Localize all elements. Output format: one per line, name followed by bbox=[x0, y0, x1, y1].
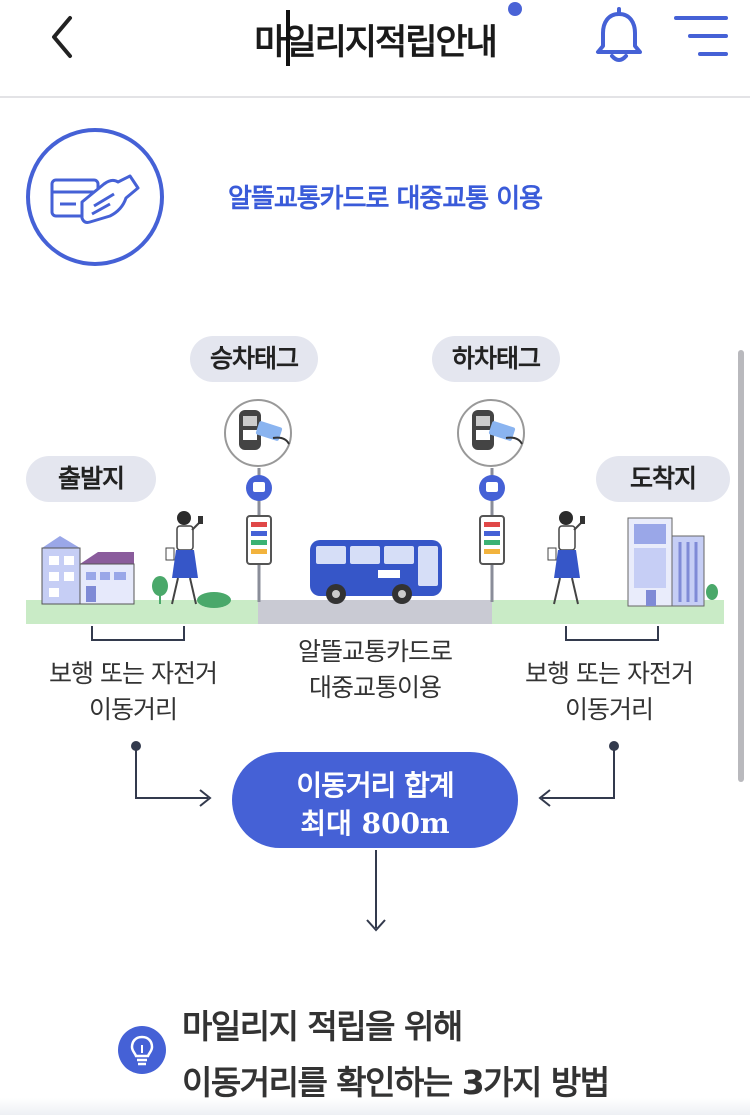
bus-stop-sign-left bbox=[246, 468, 272, 602]
menu-button[interactable] bbox=[672, 14, 728, 58]
notification-button[interactable] bbox=[592, 7, 646, 64]
walk-caption-right-line2: 이동거리 bbox=[564, 695, 654, 724]
app-header: 마일리지적립안내 bbox=[0, 0, 750, 98]
distance-bracket-left bbox=[91, 626, 185, 641]
walk-caption-left-line1: 보행 또는 자전거 bbox=[49, 659, 218, 688]
total-distance-value: 최대 800m bbox=[300, 807, 450, 840]
tree-icon-right bbox=[706, 584, 718, 600]
walk-caption-left: 보행 또는 자전거 이동거리 bbox=[20, 656, 246, 728]
card-reader-icon-left bbox=[224, 399, 292, 467]
hamburger-menu-icon bbox=[674, 16, 728, 56]
lightbulb-icon-circle bbox=[118, 1026, 166, 1074]
card-handshake-icon bbox=[50, 174, 140, 224]
scrollbar[interactable] bbox=[738, 350, 744, 782]
tree-icon-left bbox=[152, 576, 168, 604]
board-tag-label: 승차태그 bbox=[190, 336, 318, 382]
back-button[interactable] bbox=[40, 12, 90, 62]
arrow-down-icon bbox=[366, 850, 386, 932]
chevron-left-icon bbox=[52, 16, 72, 58]
destination-label: 도착지 bbox=[596, 456, 730, 502]
card-handshake-icon-circle bbox=[26, 128, 164, 266]
section-heading-line2: 이동거리를 확인하는 3가지 방법 bbox=[182, 1063, 610, 1102]
woman-walking-right-icon bbox=[547, 511, 585, 605]
bottom-fade bbox=[0, 1098, 750, 1115]
woman-walking-left-icon bbox=[165, 511, 203, 605]
walk-caption-right: 보행 또는 자전거 이동거리 bbox=[496, 656, 722, 728]
total-distance-badge: 이동거리 합계 최대 800m bbox=[232, 752, 518, 848]
intro-text: 알뜰교통카드로 대중교통 이용 bbox=[228, 184, 543, 214]
section-heading-line1: 마일리지 적립을 위해 bbox=[182, 1007, 463, 1046]
bus-stop-sign-right bbox=[479, 468, 505, 602]
transit-caption-line2: 대중교통이용 bbox=[308, 673, 442, 702]
alight-tag-label: 하차태그 bbox=[432, 336, 560, 382]
page-title: 마일리지적립안내 bbox=[254, 23, 498, 63]
card-reader-icon-right bbox=[457, 399, 525, 467]
arrow-right-to-total bbox=[538, 741, 619, 807]
walk-caption-left-line2: 이동거리 bbox=[88, 695, 178, 724]
new-indicator-dot bbox=[508, 2, 522, 16]
bell-icon bbox=[596, 7, 642, 62]
arrow-left-to-total bbox=[131, 741, 212, 807]
bus-icon bbox=[310, 540, 442, 604]
lightbulb-icon bbox=[130, 1035, 154, 1066]
office-buildings-illustration bbox=[627, 517, 705, 607]
road bbox=[258, 600, 492, 624]
distance-bracket-right bbox=[565, 626, 659, 641]
total-distance-label: 이동거리 합계 bbox=[296, 769, 454, 802]
walk-caption-right-line1: 보행 또는 자전거 bbox=[525, 659, 694, 688]
transit-caption: 알뜰교통카드로 대중교통이용 bbox=[258, 634, 492, 706]
houses-illustration bbox=[41, 536, 135, 605]
origin-label: 출발지 bbox=[26, 456, 156, 502]
bush-icon-left bbox=[197, 592, 231, 608]
text-cursor bbox=[286, 10, 290, 66]
transit-caption-line1: 알뜰교통카드로 bbox=[297, 637, 453, 666]
